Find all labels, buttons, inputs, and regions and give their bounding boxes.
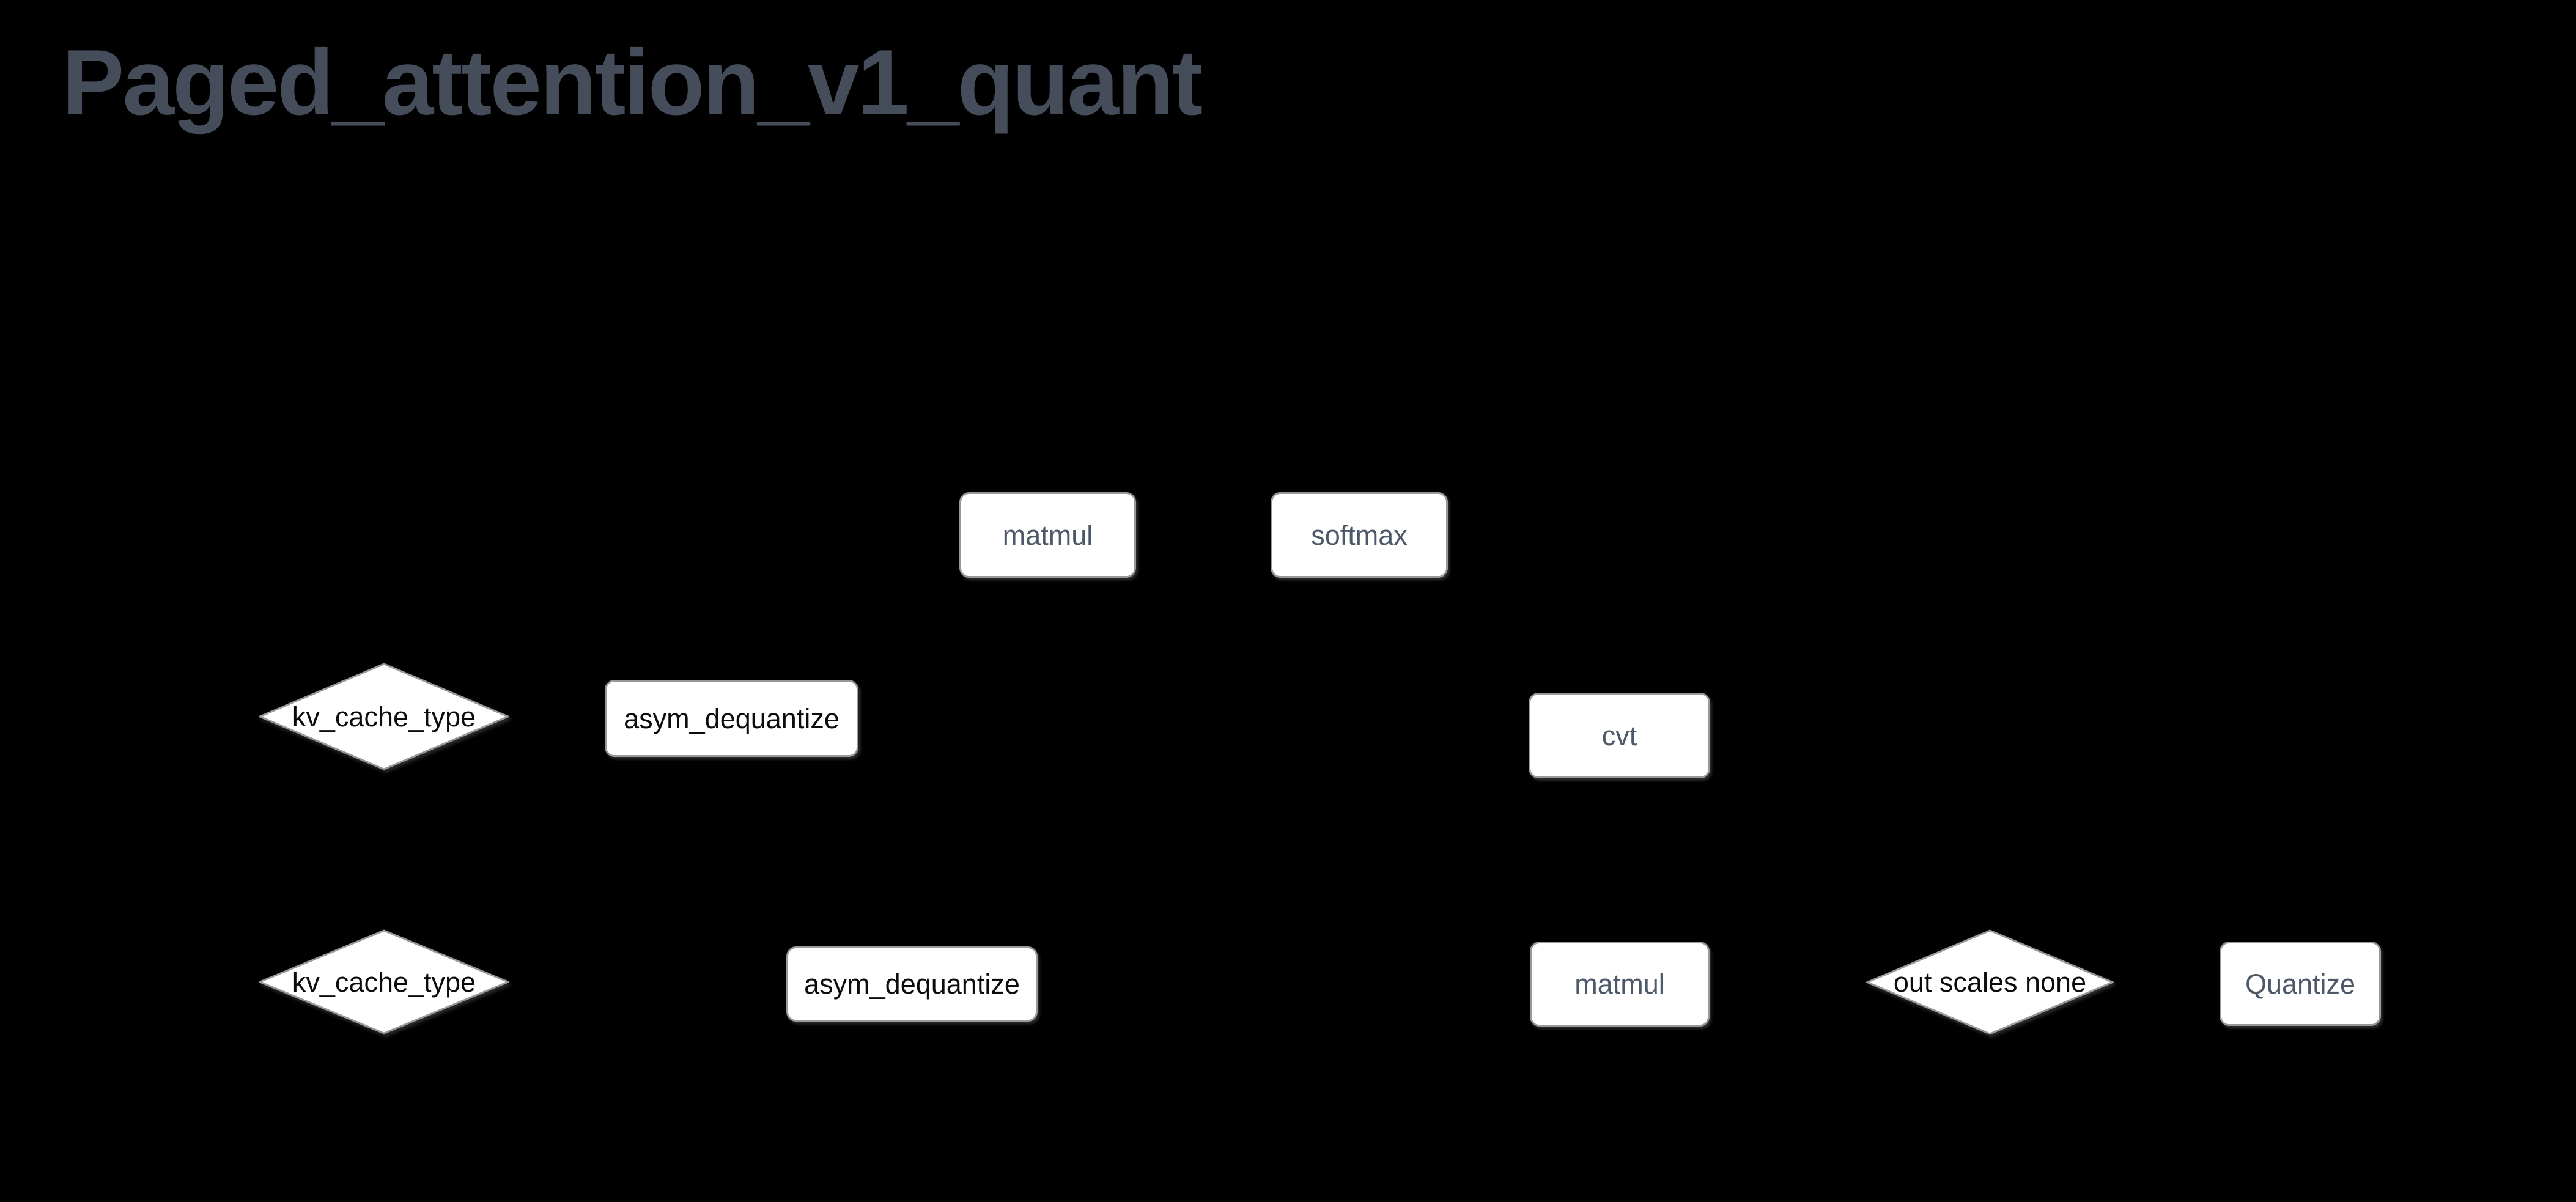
node-label: matmul: [1002, 519, 1093, 551]
node-label: asym_dequantize: [804, 968, 1020, 1000]
node-out-scales-none: out scales none: [1866, 929, 2114, 1035]
node-matmul-1: matmul: [959, 492, 1136, 578]
node-matmul-2: matmul: [1530, 942, 1710, 1027]
diamond-shape: [259, 929, 509, 1034]
node-label: kv_cache_type: [292, 966, 476, 998]
node-label: softmax: [1311, 519, 1408, 551]
node-asym-dequantize-1: asym_dequantize: [605, 680, 858, 757]
node-quantize: Quantize: [2220, 942, 2381, 1026]
node-label: out scales none: [1893, 967, 2087, 998]
node-label: matmul: [1574, 968, 1665, 1000]
node-kv-cache-type-2: kv_cache_type: [259, 929, 509, 1034]
node-label: Quantize: [2245, 968, 2356, 1000]
diamond-shape: [1866, 929, 2114, 1035]
diagram-title: Paged_attention_v1_quant: [62, 31, 1203, 135]
node-cvt: cvt: [1529, 693, 1710, 778]
node-kv-cache-type-1: kv_cache_type: [259, 663, 509, 770]
node-label: asym_dequantize: [624, 702, 840, 734]
node-asym-dequantize-2: asym_dequantize: [786, 946, 1038, 1022]
node-label: cvt: [1601, 720, 1637, 751]
node-softmax: softmax: [1271, 492, 1448, 578]
node-label: kv_cache_type: [292, 701, 476, 732]
diamond-shape: [259, 663, 509, 770]
